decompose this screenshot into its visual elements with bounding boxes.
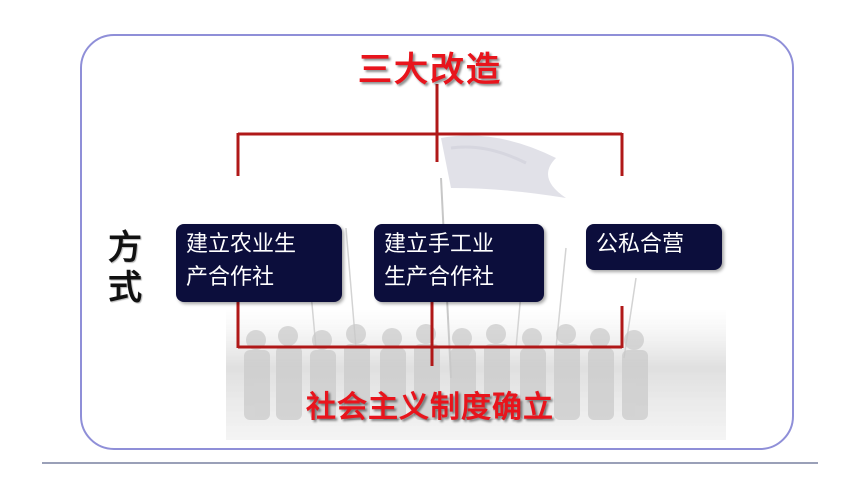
method-box-line: 生产合作社 [384,265,495,290]
method-box-line: 建立手工业 [384,232,495,257]
footer-divider [42,462,818,464]
side-label-method: 方 式 [100,228,150,308]
method-box-line: 产合作社 [186,265,275,290]
diagram-result: 社会主义制度确立 [306,390,554,425]
method-box-handicraft: 建立手工业 生产合作社 [374,224,544,302]
diagram-title: 三大改造 [358,50,502,90]
side-label-char-1: 方 [108,228,142,268]
method-box-agriculture: 建立农业生 产合作社 [176,224,342,302]
method-box-line: 建立农业生 [186,232,297,257]
method-box-joint-venture: 公私合营 [586,224,722,270]
background-photo [226,135,726,440]
side-label-char-2: 式 [108,268,142,308]
method-box-line: 公私合营 [596,232,685,257]
